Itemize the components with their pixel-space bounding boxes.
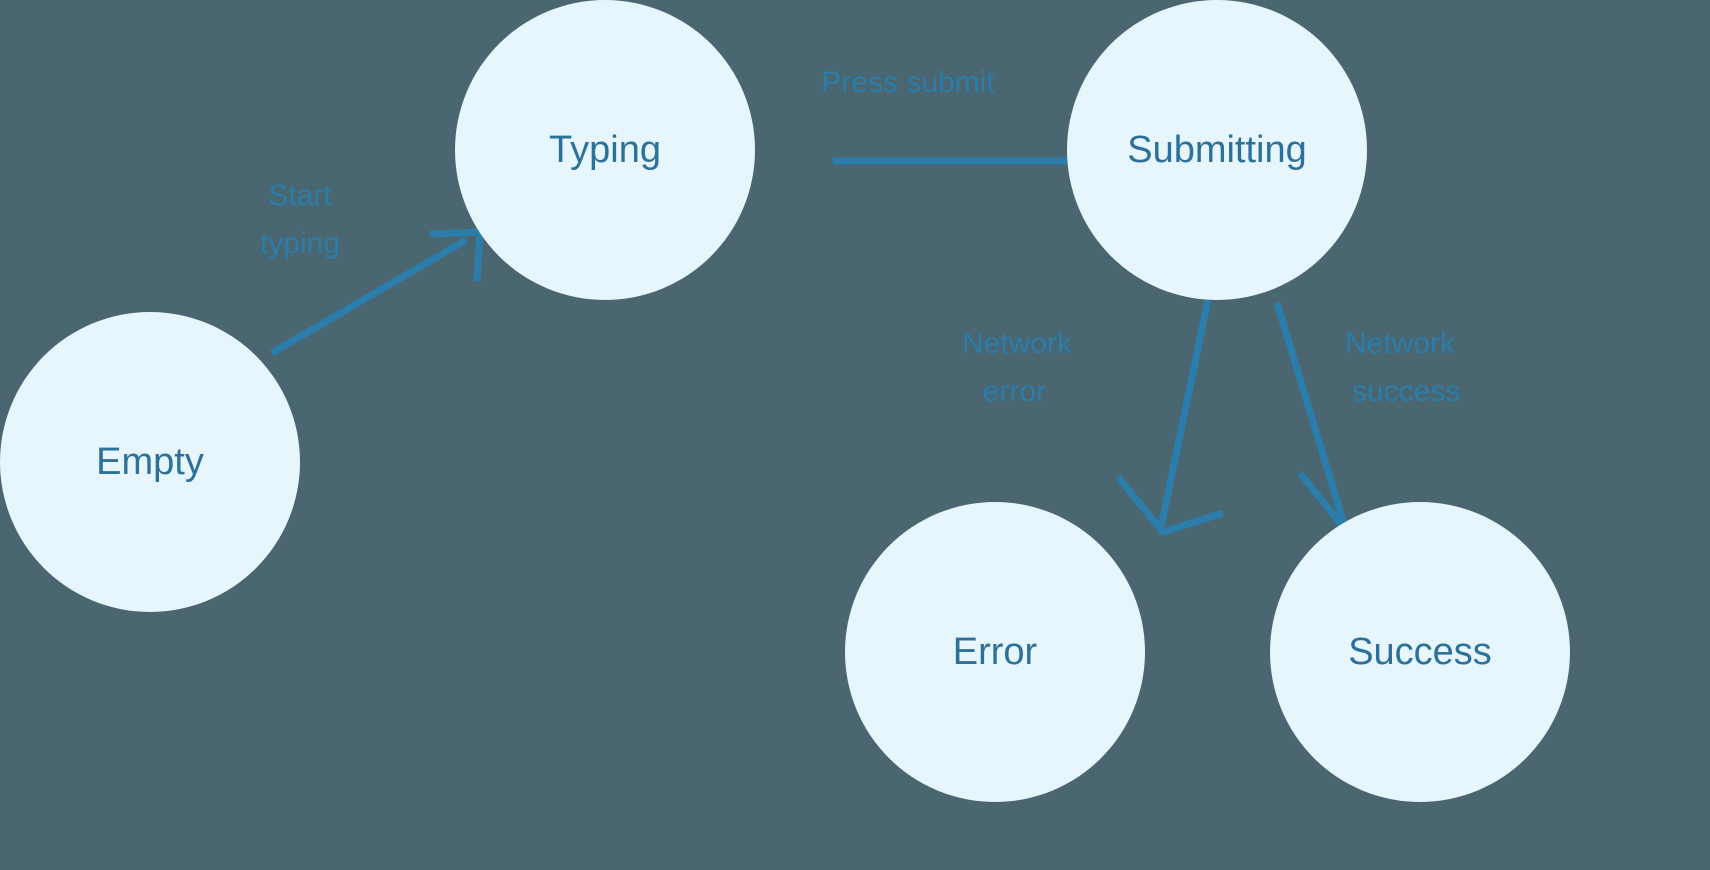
- node-submitting-label: Submitting: [1127, 129, 1307, 171]
- edge-submitting-to-error[interactable]: [1115, 299, 1225, 537]
- node-empty-circle: [0, 312, 300, 612]
- edge-label-line-2: success: [1352, 375, 1460, 408]
- node-error[interactable]: Error: [845, 502, 1145, 802]
- node-success-circle: [1270, 502, 1570, 802]
- node-error-label: Error: [953, 631, 1038, 673]
- node-success[interactable]: Success: [1270, 502, 1570, 802]
- edge-submitting-to-error-line: [1157, 299, 1212, 528]
- edge-label-line-1: Network: [962, 327, 1073, 360]
- edge-submitting-to-success-line: [1273, 301, 1349, 529]
- edge-label-line-2: error: [983, 375, 1046, 408]
- edge-label-submitting-to-error: Network error: [962, 327, 1073, 408]
- node-typing[interactable]: Typing: [455, 0, 755, 300]
- node-error-circle: [845, 502, 1145, 802]
- edge-label-empty-to-typing: Start typing: [260, 179, 340, 260]
- edge-label-typing-to-submitting: Press submit: [821, 66, 995, 99]
- edge-empty-to-typing-line: [270, 236, 468, 357]
- node-typing-circle: [455, 0, 755, 300]
- edge-label-line-1: Press submit: [821, 66, 995, 99]
- node-submitting[interactable]: Submitting: [1067, 0, 1367, 300]
- node-empty-label: Empty: [96, 441, 204, 483]
- edge-submitting-to-error-arrowhead: [1115, 474, 1225, 537]
- edge-label-line-1: Start: [268, 179, 332, 212]
- node-success-label: Success: [1348, 631, 1492, 673]
- edge-label-submitting-to-success: Network success: [1345, 327, 1460, 408]
- edge-label-line-1: Network: [1345, 327, 1456, 360]
- node-empty[interactable]: Empty: [0, 312, 300, 612]
- edge-label-line-2: typing: [260, 227, 340, 260]
- node-typing-label: Typing: [549, 129, 661, 171]
- node-submitting-circle: [1067, 0, 1367, 300]
